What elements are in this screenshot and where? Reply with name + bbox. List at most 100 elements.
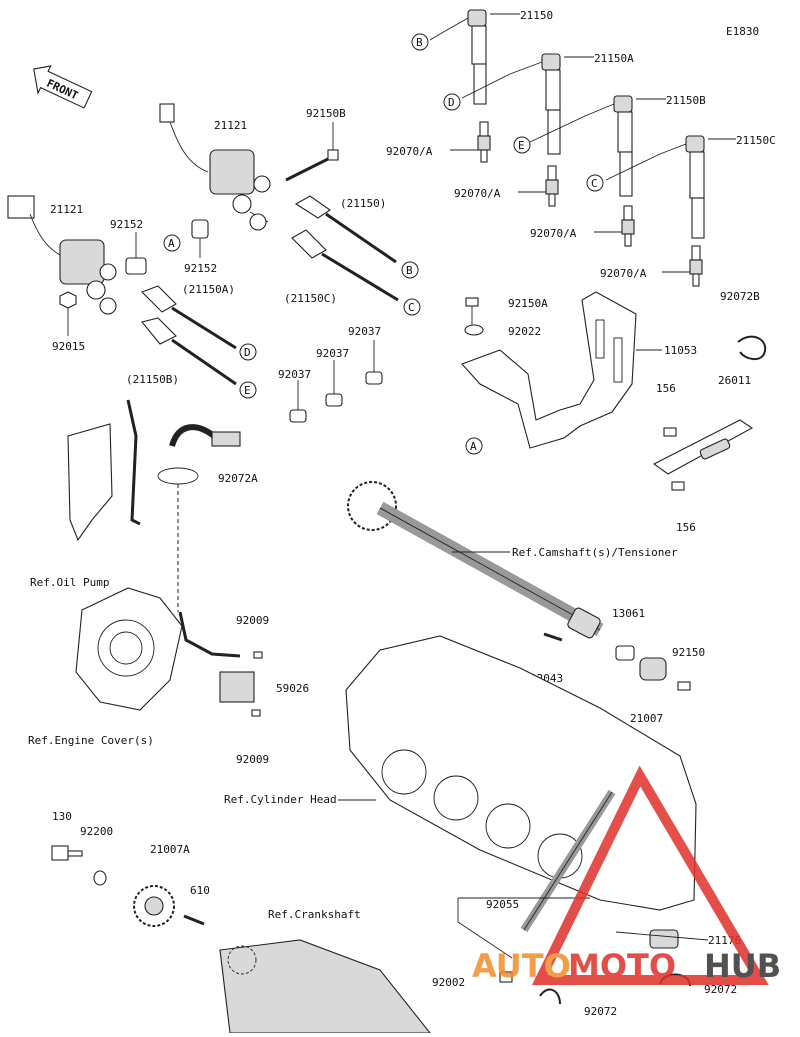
sensor-tube-92055 (520, 789, 616, 933)
label-26011: 26011 (718, 374, 751, 387)
ignition-coil-upper (159, 103, 271, 231)
callout-c-top: C (586, 174, 604, 192)
label-92070-2: 92070/A (454, 187, 501, 200)
clamp-92037-a (289, 409, 307, 423)
label-156-b: 156 (676, 521, 696, 534)
watermark-hub: HUB (704, 947, 781, 985)
label-92072-a: 92072 (584, 1005, 617, 1018)
svg-text:E: E (244, 384, 251, 397)
engine-cover (75, 587, 183, 711)
plug-cap-21150 (429, 9, 520, 105)
label-21007: 21007 (630, 712, 663, 725)
sensor-59026 (178, 611, 263, 717)
label-21150B: 21150B (666, 94, 706, 107)
label-130: 130 (52, 810, 72, 823)
label-92152-a: 92152 (110, 218, 143, 231)
svg-text:D: D (448, 96, 455, 109)
clamp-92037-c (365, 371, 383, 385)
callout-b-mid: B (401, 261, 419, 279)
rotor-21007A (133, 885, 175, 927)
lead-21150-ref (294, 195, 397, 264)
svg-text:A: A (470, 440, 477, 453)
svg-text:C: C (591, 177, 598, 190)
label-92072-b: 92072 (704, 983, 737, 996)
bracket-11053 (461, 291, 637, 449)
washer-92022 (464, 324, 484, 336)
callout-a-left: A (163, 234, 181, 252)
label-92037-c: 92037 (348, 325, 381, 338)
collar-92152-a (125, 232, 147, 275)
washer-92200 (93, 870, 107, 886)
label-92152-b: 92152 (184, 262, 217, 275)
spark-plug-4 (662, 245, 703, 287)
callout-d-mid: D (239, 343, 257, 361)
label-92200: 92200 (80, 825, 113, 838)
ref-oil-pump: Ref.Oil Pump (30, 576, 109, 589)
diagram-code: E1830 (726, 25, 759, 38)
label-21121-a: 21121 (214, 119, 247, 132)
ref-crankshaft: Ref.Crankshaft (268, 908, 361, 921)
svg-text:D: D (244, 346, 251, 359)
callout-e-top: E (513, 136, 531, 154)
band-92072B (737, 335, 767, 360)
band-92072-a (539, 988, 561, 1005)
label-21150A: 21150A (594, 52, 634, 65)
svg-text:B: B (406, 264, 413, 277)
bolt-92150 (677, 681, 691, 691)
label-92055: 92055 (486, 898, 519, 911)
label-59026: 59026 (276, 682, 309, 695)
callout-e-mid: E (239, 381, 257, 399)
label-92015: 92015 (52, 340, 85, 353)
label-92009-a: 92009 (236, 614, 269, 627)
bolt-92002 (499, 971, 513, 983)
label-21150: 21150 (520, 9, 553, 22)
svg-text:E: E (518, 139, 525, 152)
label-11053: 11053 (664, 344, 697, 357)
label-21150B-ref: (21150B) (126, 373, 179, 386)
label-92022: 92022 (508, 325, 541, 338)
front-arrow: FRONT (33, 65, 93, 109)
sensor-21007 (639, 657, 667, 681)
callout-d-top: D (443, 93, 461, 111)
svg-text:C: C (408, 301, 415, 314)
callout-b-top: B (411, 33, 429, 51)
pin-92043 (543, 632, 563, 642)
plug-cap-21150B (529, 95, 666, 197)
label-21150C-ref: (21150C) (284, 292, 337, 305)
lead-21150B-ref (141, 317, 237, 386)
sensor-21176 (649, 929, 679, 949)
bolt-130 (51, 845, 83, 861)
label-92070-1: 92070/A (386, 145, 433, 158)
callout-c-mid: C (403, 298, 421, 316)
label-610: 610 (190, 884, 210, 897)
lead-26011 (652, 419, 754, 475)
plug-cap-21150C (605, 135, 736, 239)
lead-21150C-ref (291, 229, 399, 302)
rotor-13061 (615, 645, 635, 661)
spark-plug-1 (450, 121, 491, 163)
watermark-triangle-icon (531, 765, 769, 985)
spark-plug-3 (594, 205, 635, 247)
lead-21150A-ref (141, 285, 237, 350)
svg-text:A: A (168, 237, 175, 250)
label-92070-3: 92070/A (530, 227, 577, 240)
label-92150: 92150 (672, 646, 705, 659)
label-92002: 92002 (432, 976, 465, 989)
watermark-logo: AUTO MOTO HUB (472, 765, 781, 985)
label-13061: 13061 (612, 607, 645, 620)
label-21150C: 21150C (736, 134, 776, 147)
label-92037-a: 92037 (278, 368, 311, 381)
label-92070-4: 92070/A (600, 267, 647, 280)
callout-a-bracket: A (465, 437, 483, 455)
collar-92152-b (191, 219, 209, 258)
clamp-92037-b (325, 393, 343, 407)
bolt-92150B (285, 122, 339, 182)
label-21150-ref: (21150) (340, 197, 386, 210)
label-92072A: 92072A (218, 472, 258, 485)
nut-92015 (59, 291, 77, 336)
camshaft (347, 481, 604, 639)
ref-cylinder-head: Ref.Cylinder Head (224, 793, 337, 806)
label-156-a: 156 (656, 382, 676, 395)
